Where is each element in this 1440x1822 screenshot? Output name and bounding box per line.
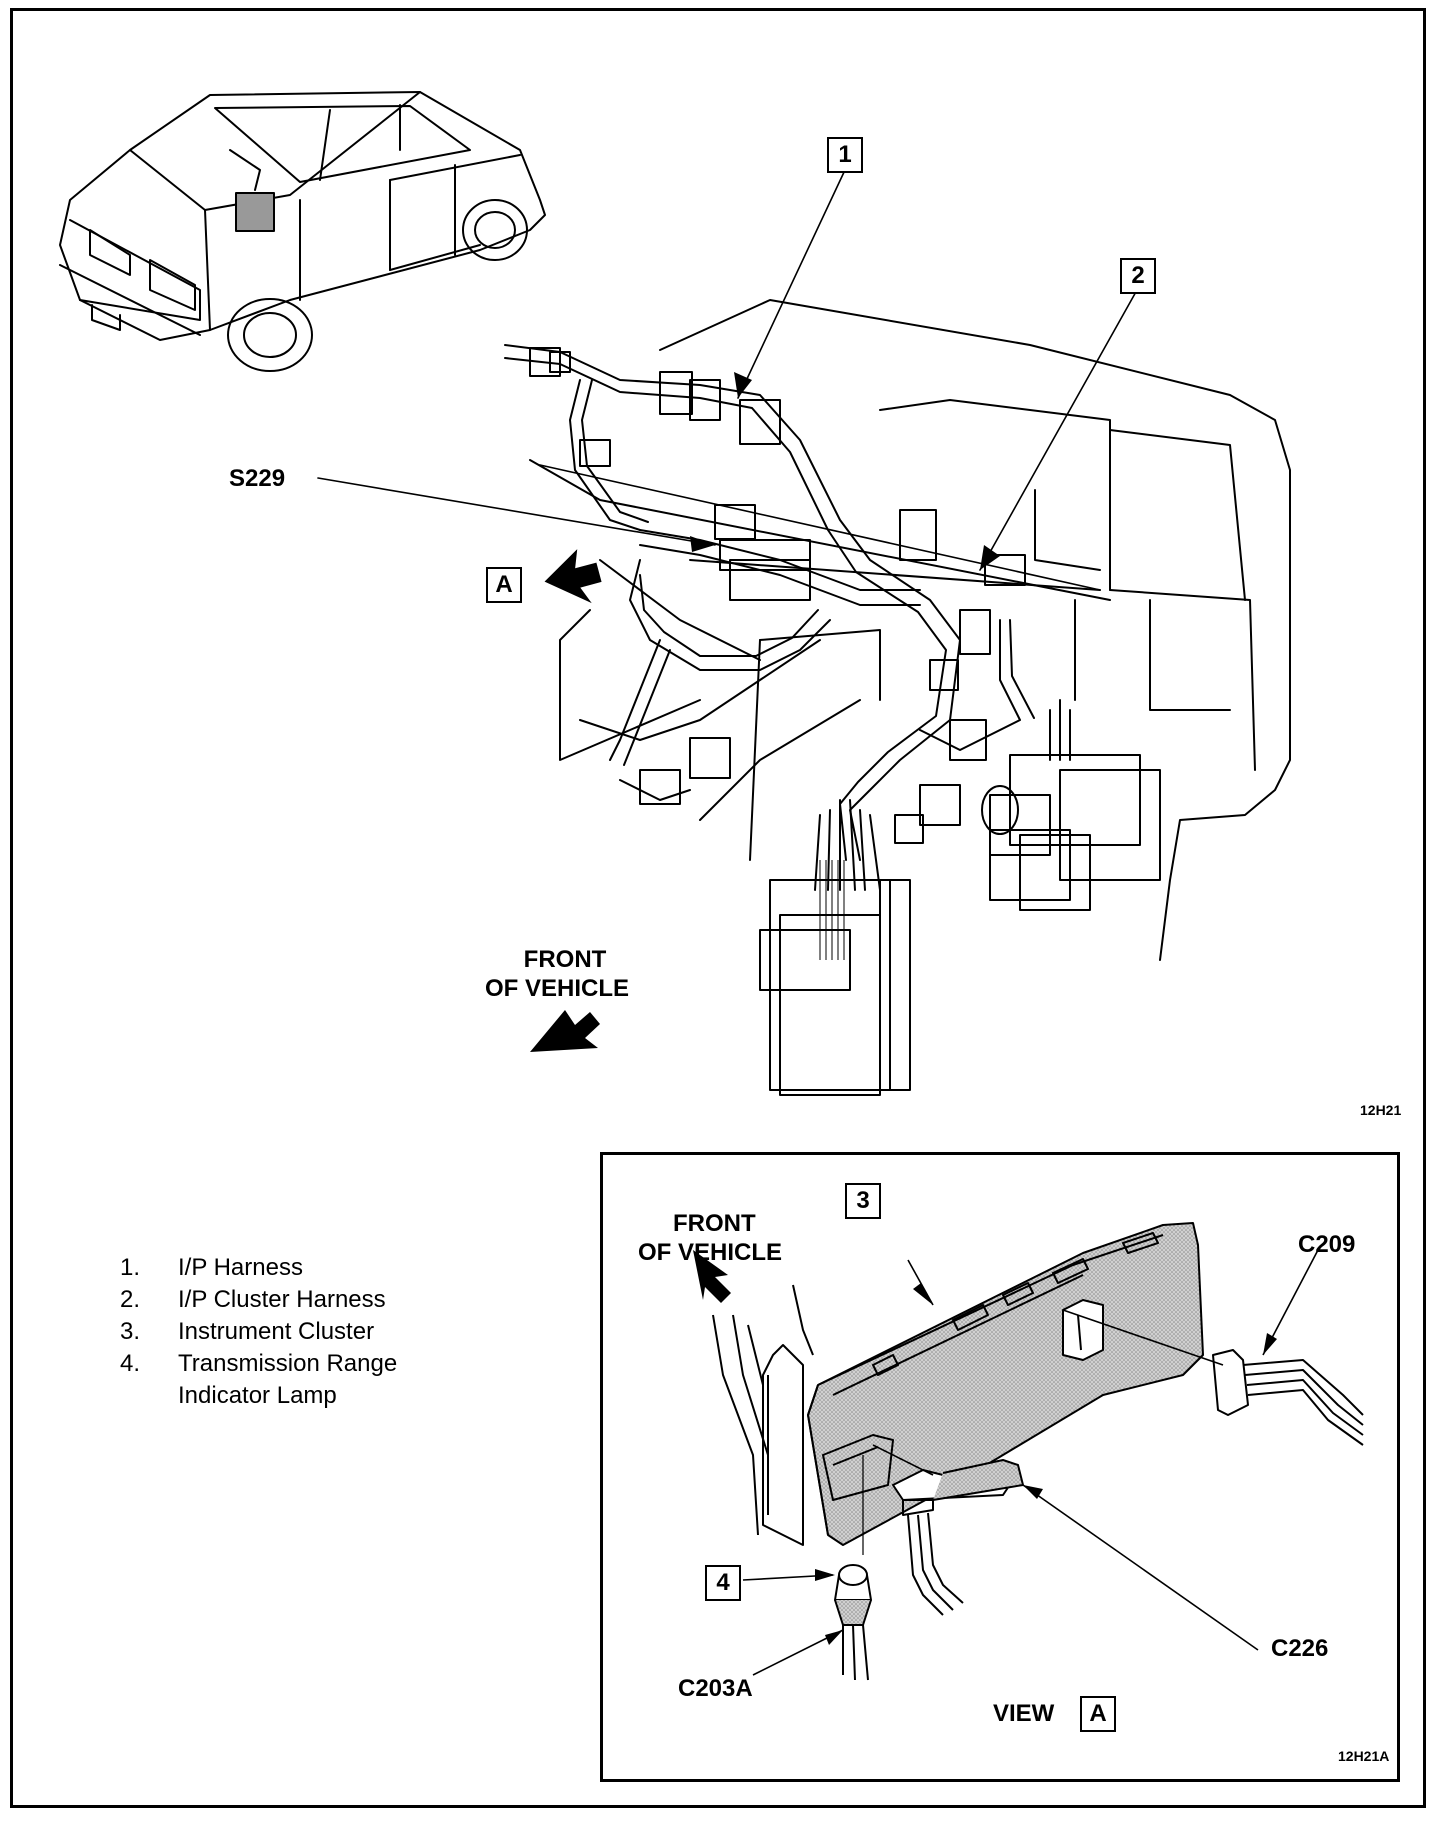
figure-code-main: 12H21	[1360, 1102, 1402, 1118]
view-label: VIEW	[993, 1700, 1055, 1727]
callout-4: 4	[705, 1565, 741, 1601]
view-a-inset: 3 4 FRONT OF VEHICLE C209 C226 C203A VIE…	[600, 1152, 1400, 1782]
callout-3: 3	[845, 1183, 881, 1219]
legend-text: I/P Cluster Harness	[178, 1286, 386, 1313]
harness-bundles	[504, 344, 1035, 861]
inset-front-of-vehicle-line1: FRONT	[673, 1210, 756, 1237]
callout-1: 1	[827, 137, 863, 173]
front-of-vehicle-line1: FRONT	[523, 946, 607, 973]
figure-code-inset: 12H21A	[1338, 1748, 1390, 1764]
dashboard-body	[529, 299, 1291, 961]
legend-item: 4. Transmission Range Indicator Lamp	[120, 1348, 478, 1412]
inset-front-of-vehicle-line2: OF VEHICLE	[638, 1239, 783, 1266]
legend-text: Instrument Cluster	[178, 1318, 375, 1345]
callout-2: 2	[1120, 258, 1156, 294]
legend-number: 1.	[120, 1254, 141, 1281]
location-marker	[235, 192, 275, 232]
view-label-callout: A	[1080, 1696, 1116, 1732]
label-c203a: C203A	[678, 1675, 753, 1702]
legend: 1. I/P Harness 2. I/P Cluster Harness 3.…	[120, 1252, 478, 1412]
connector-details	[529, 347, 1161, 1096]
leader-lines	[317, 169, 1138, 591]
label-s229: S229	[229, 465, 286, 492]
legend-item: 1. I/P Harness	[120, 1252, 478, 1284]
legend-number: 2.	[120, 1286, 141, 1313]
van-illustration	[59, 91, 546, 372]
instrument-cluster-drawing	[693, 1222, 1364, 1681]
legend-text: I/P Harness	[178, 1254, 303, 1281]
view-a-callout: A	[486, 567, 522, 603]
legend-number: 3.	[120, 1318, 141, 1345]
legend-text: Transmission Range Indicator Lamp	[178, 1350, 398, 1409]
front-of-vehicle-line2: OF VEHICLE	[485, 975, 630, 1002]
diagram-frame	[10, 8, 1426, 1808]
legend-number: 4.	[120, 1350, 141, 1377]
label-c209: C209	[1298, 1231, 1356, 1258]
label-c226: C226	[1271, 1635, 1329, 1662]
legend-item: 3. Instrument Cluster	[120, 1316, 478, 1348]
legend-item: 2. I/P Cluster Harness	[120, 1284, 478, 1316]
